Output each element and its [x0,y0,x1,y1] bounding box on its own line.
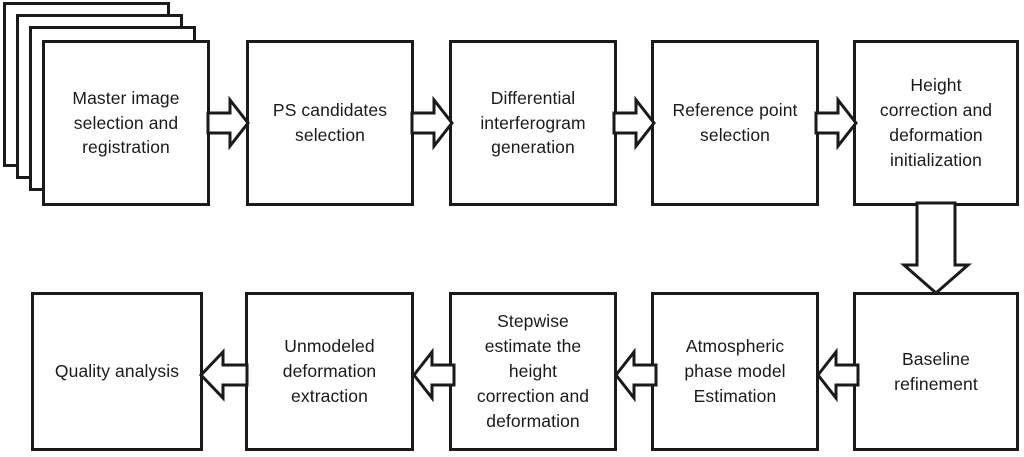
node-differential-interferogram-generation[interactable]: Differential interferogram generation [449,40,617,206]
node-unmodeled-deformation-extraction[interactable]: Unmodeled deformation extraction [245,292,414,451]
node-height-correction-and-deformation-initialization[interactable]: Height correction and deformation initia… [853,40,1019,206]
node-label: Stepwise estimate the height correction … [476,311,590,431]
node-label: Height correction and deformation initia… [879,75,993,170]
node-label: Unmodeled deformation extraction [282,336,377,406]
node-ps-candidates-selection[interactable]: PS candidates selection [246,40,414,206]
node-master-image-selection-and-registration[interactable]: Master image selection and registration [42,40,210,206]
arrow-stepwise-to-unmodeled [412,347,456,403]
node-atmospheric-phase-model-estimation[interactable]: Atmospheric phase model Estimation [651,292,819,451]
node-label: Master image selection and registration [72,87,180,158]
arrow-ps-candidates-to-differential [410,95,454,151]
arrow-baseline-refinement-to-atmospheric [816,347,860,403]
arrow-atmospheric-to-stepwise [614,347,658,403]
arrow-unmodeled-to-quality-analysis [198,348,249,402]
arrow-height-correction-to-baseline-refinement [900,201,972,295]
node-label: Reference point selection [672,100,798,145]
node-quality-analysis[interactable]: Quality analysis [31,292,203,451]
node-reference-point-selection[interactable]: Reference point selection [651,40,819,206]
node-label: Baseline refinement [894,348,978,394]
arrow-reference-point-to-height-correction [814,95,858,151]
node-label: Quality analysis [54,361,180,382]
arrow-master-to-ps-candidates [206,95,250,151]
node-label: Differential interferogram generation [480,87,586,158]
node-label: PS candidates selection [272,100,388,145]
node-stepwise-estimate-the-height-correction-and-deformation[interactable]: Stepwise estimate the height correction … [449,292,617,451]
arrow-differential-to-reference-point [612,95,656,151]
node-label: Atmospheric phase model Estimation [684,336,786,406]
node-baseline-refinement[interactable]: Baseline refinement [853,292,1019,451]
